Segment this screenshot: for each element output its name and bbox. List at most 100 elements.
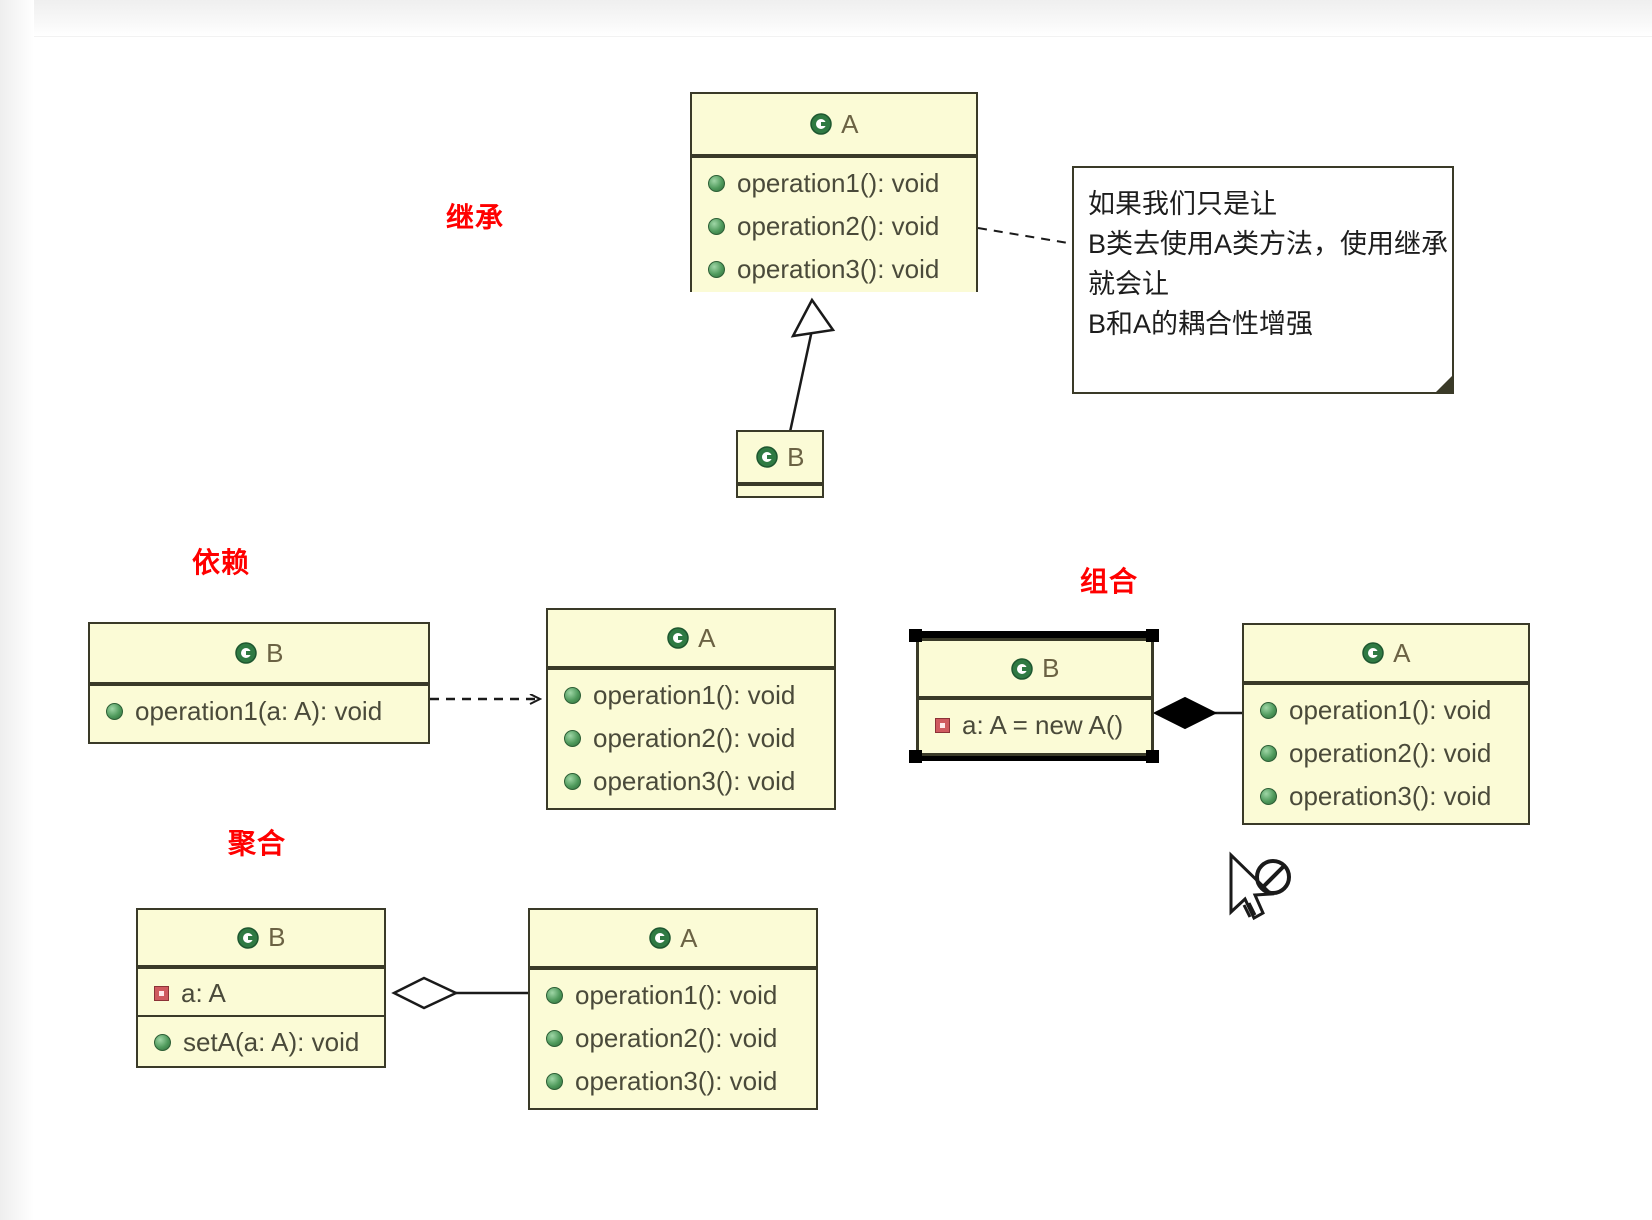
class-box-b-composition[interactable]: B a: A = new A() (916, 638, 1154, 756)
class-members: operation1(): void operation2(): void op… (548, 668, 834, 808)
method-icon (1260, 788, 1277, 805)
member-label: operation2(): void (1289, 738, 1492, 768)
member-label: setA(a: A): void (183, 1026, 360, 1057)
label-dependency: 依赖 (192, 547, 251, 578)
class-icon (666, 626, 690, 650)
class-name: B (1042, 653, 1060, 683)
note-line: B类去使用A类方法，使用继承 (1088, 229, 1449, 259)
member-label: operation1(): void (593, 680, 796, 710)
field-icon (154, 985, 169, 1001)
selection-bottom-bar (922, 756, 1148, 761)
class-members: a: A = new A() (919, 698, 1151, 753)
class-members: operation1(): void operation2(): void op… (530, 968, 816, 1108)
class-name: A (841, 108, 859, 139)
method-icon (708, 261, 725, 278)
class-name: B (266, 637, 284, 668)
class-header: B (738, 432, 822, 484)
member-row[interactable]: operation2(): void (548, 717, 834, 760)
member-row[interactable]: operation3(): void (692, 248, 976, 291)
uml-note-box[interactable]: 如果我们只是让 B类去使用A类方法，使用继承 就会让 B和A的耦合性增强 (1072, 166, 1454, 394)
selection-handle-bottom-left[interactable] (909, 750, 922, 763)
class-header: A (530, 910, 816, 968)
class-name: B (268, 922, 286, 952)
class-icon (755, 445, 779, 469)
class-methods: setA(a: A): void (138, 1015, 384, 1065)
member-row[interactable]: setA(a: A): void (138, 1021, 384, 1063)
label-composition: 组合 (1080, 566, 1139, 597)
method-icon (154, 1033, 171, 1051)
class-header: A (692, 94, 976, 156)
class-fields: a: A (138, 967, 384, 1015)
class-header: A (548, 610, 834, 668)
selection-handle-top-left[interactable] (909, 629, 922, 642)
label-inheritance: 继承 (446, 202, 505, 233)
member-row[interactable]: operation2(): void (1244, 732, 1528, 775)
member-label: a: A (181, 977, 226, 1008)
note-line: 就会让 (1088, 269, 1169, 299)
selection-handle-bottom-right[interactable] (1146, 750, 1159, 763)
selection-handle-top-right[interactable] (1146, 629, 1159, 642)
method-icon (564, 730, 581, 747)
method-icon (546, 1030, 563, 1047)
member-label: operation1(): void (1289, 695, 1492, 725)
label-aggregation: 聚合 (228, 828, 287, 859)
member-label: operation3(): void (1289, 781, 1492, 811)
class-members: operation1(): void operation2(): void op… (1244, 683, 1528, 823)
canvas-top-shading (0, 0, 1652, 37)
member-label: operation3(): void (593, 766, 796, 796)
class-box-a-aggregation[interactable]: A operation1(): void operation2(): void … (528, 908, 818, 1110)
class-box-a-composition[interactable]: A operation1(): void operation2(): void … (1242, 623, 1530, 825)
method-icon (106, 703, 123, 720)
member-row[interactable]: operation3(): void (548, 760, 834, 803)
member-row[interactable]: a: A (138, 973, 384, 1013)
class-icon (236, 926, 260, 950)
class-box-b-dependency[interactable]: B operation1(a: A): void (88, 622, 430, 744)
class-box-a-inheritance[interactable]: A operation1(): void operation2(): void … (690, 92, 978, 292)
note-line: 如果我们只是让 (1088, 189, 1277, 219)
member-row[interactable]: a: A = new A() (919, 704, 1151, 747)
canvas-left-shading (0, 0, 34, 1220)
member-row[interactable]: operation2(): void (530, 1017, 816, 1060)
member-label: operation2(): void (593, 723, 796, 753)
member-row[interactable]: operation1(): void (548, 674, 834, 717)
member-row[interactable]: operation2(): void (692, 205, 976, 248)
selection-top-bar (922, 631, 1148, 638)
member-label: operation1(): void (575, 980, 778, 1010)
class-members: operation1(): void operation2(): void op… (692, 156, 976, 292)
field-icon (935, 718, 950, 733)
method-icon (1260, 702, 1277, 719)
class-name: A (680, 922, 698, 953)
class-header: B (90, 624, 428, 684)
class-members: operation1(a: A): void (90, 684, 428, 742)
method-icon (1260, 745, 1277, 762)
note-line: B和A的耦合性增强 (1088, 309, 1314, 339)
class-header: B (138, 910, 384, 967)
class-box-a-dependency[interactable]: A operation1(): void operation2(): void … (546, 608, 836, 810)
note-fold-corner-icon (1434, 374, 1454, 394)
member-label: operation2(): void (737, 211, 940, 241)
member-row[interactable]: operation1(): void (530, 974, 816, 1017)
member-label: operation2(): void (575, 1023, 778, 1053)
member-row[interactable]: operation1(): void (1244, 689, 1528, 732)
class-icon (1361, 641, 1385, 665)
class-box-b-aggregation[interactable]: B a: A setA(a: A): void (136, 908, 386, 1068)
member-row[interactable]: operation1(): void (692, 162, 976, 205)
class-name: A (1393, 637, 1411, 668)
class-name: B (787, 441, 805, 472)
class-box-b-inheritance[interactable]: B (736, 430, 824, 498)
class-icon (809, 112, 833, 136)
class-members-empty (738, 484, 822, 490)
member-label: operation1(): void (737, 168, 940, 198)
method-icon (708, 218, 725, 235)
class-icon (1010, 657, 1034, 681)
member-row[interactable]: operation1(a: A): void (90, 690, 428, 733)
method-icon (546, 1073, 563, 1090)
member-row[interactable]: operation3(): void (1244, 775, 1528, 818)
class-header: B (919, 641, 1151, 698)
no-drop-icon (1255, 859, 1291, 895)
method-icon (564, 773, 581, 790)
member-row[interactable]: operation3(): void (530, 1060, 816, 1103)
method-icon (708, 175, 725, 192)
